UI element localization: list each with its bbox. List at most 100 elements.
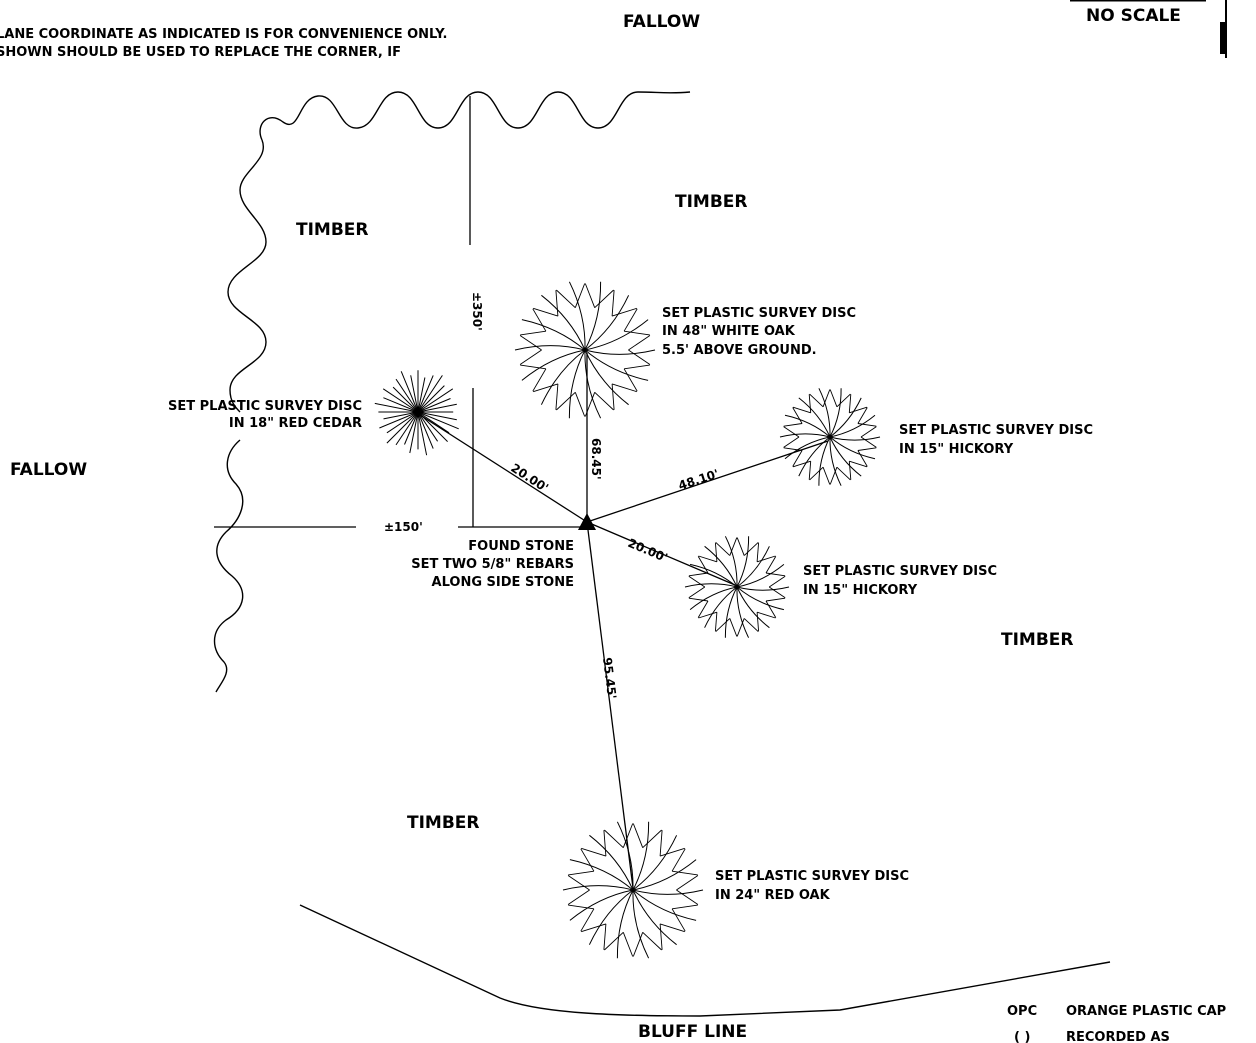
corner-note-2: SET TWO 5/8" REBARS bbox=[411, 557, 574, 572]
tree-twig bbox=[783, 423, 803, 427]
tree-twig bbox=[603, 923, 607, 950]
timber-label-lower: TIMBER bbox=[407, 813, 480, 833]
tree-twig bbox=[756, 612, 760, 632]
tree-twig bbox=[698, 611, 718, 619]
legend-symbol-recorded: ( ) bbox=[1014, 1030, 1030, 1043]
timber-label-right: TIMBER bbox=[1001, 630, 1074, 650]
tree-symbol-red-oak bbox=[562, 821, 704, 959]
tree-twig bbox=[808, 394, 812, 413]
tree-twig bbox=[736, 618, 745, 637]
tree-branch bbox=[689, 563, 738, 588]
tree-twig bbox=[848, 394, 852, 413]
tree-branch bbox=[584, 349, 656, 355]
bluff-line bbox=[299, 904, 1111, 1017]
tree-twig bbox=[808, 461, 812, 480]
line-to-hickory-lower bbox=[586, 521, 736, 586]
tree-branch bbox=[632, 889, 704, 895]
tree-twig bbox=[860, 426, 877, 438]
tree-twig bbox=[604, 931, 624, 951]
red-cedar-note-1: SET PLASTIC SURVEY DISC bbox=[168, 399, 362, 414]
tree-spoke bbox=[417, 411, 428, 456]
tree-branch bbox=[568, 281, 586, 351]
tree-branch bbox=[569, 889, 634, 921]
tree-twig bbox=[822, 467, 831, 485]
tree-branch bbox=[584, 349, 602, 419]
tree-twig bbox=[697, 600, 709, 618]
tree-branch bbox=[829, 397, 862, 438]
tree-twig bbox=[783, 426, 800, 438]
tree-branch bbox=[784, 414, 831, 438]
tree-twig bbox=[622, 823, 634, 848]
tree-branch bbox=[568, 349, 586, 419]
tree-twig bbox=[768, 575, 786, 588]
tree-twig bbox=[676, 875, 699, 891]
north-arrow-head bbox=[1220, 22, 1227, 54]
tree-branch bbox=[632, 859, 697, 891]
tree-twig bbox=[532, 368, 547, 392]
hickory-upper-note-1: SET PLASTIC SURVEY DISC bbox=[899, 423, 1093, 438]
tree-spoke bbox=[410, 375, 419, 413]
tree-twig bbox=[659, 830, 663, 857]
red-cedar-note-2: IN 18" RED CEDAR bbox=[229, 416, 362, 431]
tree-spoke bbox=[395, 378, 419, 413]
tree-twig bbox=[533, 307, 559, 317]
corner-note-1: FOUND STONE bbox=[468, 539, 574, 554]
tree-branch bbox=[736, 564, 785, 588]
tree-spoke bbox=[395, 411, 419, 446]
tree-twig bbox=[715, 542, 731, 556]
tree-branch bbox=[779, 433, 831, 438]
tree-twig bbox=[556, 391, 576, 411]
tree-twig bbox=[792, 407, 803, 424]
tree-spoke bbox=[374, 402, 419, 413]
tree-twig bbox=[688, 597, 709, 602]
tree-spoke bbox=[417, 375, 443, 413]
tree-spoke bbox=[417, 411, 439, 442]
tree-twig bbox=[603, 830, 607, 857]
tree-twig bbox=[848, 461, 852, 480]
tree-spoke bbox=[383, 411, 419, 420]
tree-spoke bbox=[383, 397, 419, 413]
tree-twig bbox=[623, 368, 638, 392]
line-to-red-cedar bbox=[419, 414, 588, 523]
tree-twig bbox=[857, 423, 877, 427]
tree-branch bbox=[736, 586, 770, 629]
scale-label: NO SCALE bbox=[1086, 6, 1181, 26]
tree-branch bbox=[684, 583, 738, 588]
tree-spoke bbox=[417, 411, 434, 449]
tree-branch bbox=[616, 821, 634, 891]
tree-twig bbox=[659, 923, 663, 950]
tree-twig bbox=[688, 586, 706, 599]
tree-twig bbox=[604, 829, 624, 849]
tree-symbol-hickory-upper bbox=[779, 388, 881, 486]
tree-twig bbox=[568, 870, 594, 876]
bluff-line-label: BLUFF LINE bbox=[638, 1022, 747, 1042]
line-to-red-oak bbox=[586, 521, 634, 889]
tree-branch bbox=[829, 414, 876, 438]
tree-branch bbox=[632, 889, 677, 946]
tree-branch bbox=[584, 349, 649, 381]
tree-branch bbox=[584, 295, 630, 351]
tree-twig bbox=[632, 823, 644, 848]
tree-twig bbox=[688, 572, 709, 577]
tree-twig bbox=[857, 447, 877, 451]
tree-twig bbox=[611, 307, 637, 317]
tree-twig bbox=[765, 597, 786, 602]
tree-branch bbox=[569, 859, 634, 891]
tree-twig bbox=[849, 460, 868, 468]
tree-twig bbox=[555, 383, 559, 410]
tree-twig bbox=[611, 290, 615, 317]
tree-spoke bbox=[417, 411, 448, 442]
tree-twig bbox=[567, 875, 590, 891]
tree-branch bbox=[829, 436, 862, 477]
tree-twig bbox=[519, 335, 542, 351]
tree-spoke bbox=[392, 386, 419, 413]
tree-twig bbox=[628, 335, 651, 351]
tree-branch bbox=[736, 586, 750, 638]
tree-spoke bbox=[379, 411, 419, 429]
tree-branch bbox=[798, 436, 831, 477]
tree-twig bbox=[659, 847, 685, 857]
fallow-top-label: FALLOW bbox=[623, 12, 700, 32]
header-note-line1: LANE COORDINATE AS INDICATED IS FOR CONV… bbox=[0, 27, 448, 42]
tree-twig bbox=[574, 283, 586, 308]
